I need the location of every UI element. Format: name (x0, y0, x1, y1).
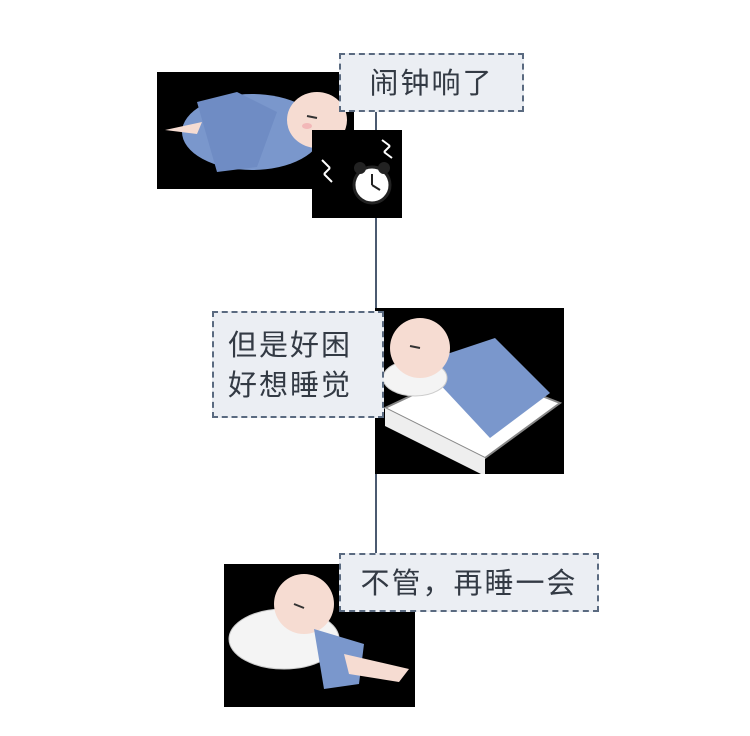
alarm-clock-icon (321, 139, 393, 205)
step2-text-line1: 但是好困 (228, 327, 353, 362)
curled-up-baby-icon (228, 574, 409, 689)
step3-text: 不管，再睡一会 (360, 565, 578, 600)
connector-line-2 (375, 418, 377, 555)
step3-label: 不管，再睡一会 (339, 553, 599, 612)
alarm-clock-scene (312, 130, 402, 218)
curled-baby-scene (224, 564, 415, 707)
step1-text: 闹钟响了 (369, 65, 494, 100)
step2-label: 但是好困 好想睡觉 (212, 311, 384, 418)
step2-text-line2: 好想睡觉 (228, 367, 353, 402)
baby-in-bed-scene (375, 308, 564, 474)
step1-label: 闹钟响了 (339, 53, 524, 112)
baby-in-bed-icon (382, 318, 563, 474)
